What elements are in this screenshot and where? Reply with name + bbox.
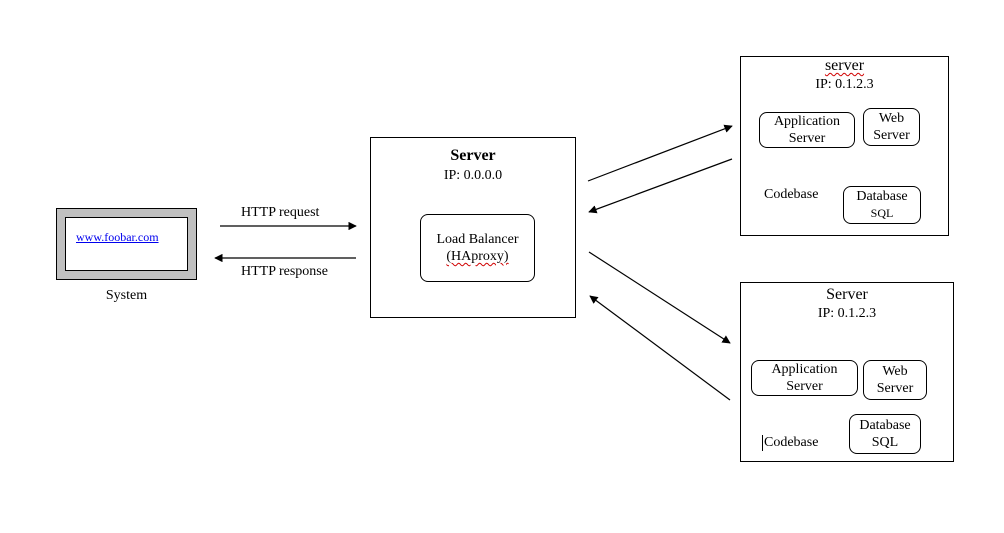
top-server-ip: IP: 0.1.2.3 [815,77,874,92]
bottom-database: Database SQL [849,414,921,454]
bottom-application-server: Application Server [751,360,858,396]
top-database: Database SQL [843,186,921,224]
bottom-application-server-line1: Application [771,362,838,377]
bottom-web-server: Web Server [863,360,927,400]
client-url-link[interactable]: www.foobar.com [76,230,159,244]
load-balancer-label: Load Balancer [436,232,519,247]
client-monitor: www.foobar.com [56,208,197,280]
lb-to-top-server-arrow [587,124,733,182]
top-application-server-line1: Application [773,114,841,129]
lb-server-ip: IP: 0.0.0.0 [443,168,503,183]
bottom-server-to-lb-arrow [589,295,731,401]
http-request-label: HTTP request [241,205,320,220]
lb-server-title: Server [450,147,496,164]
bottom-codebase-text: Codebase [764,435,819,450]
bottom-web-server-line1: Web [882,364,908,379]
top-server-title: server [741,57,948,75]
bottom-server-title: Server [826,286,868,303]
top-database-line1: Database [856,189,908,204]
top-web-server-line1: Web [878,111,905,126]
lb-to-bottom-server-arrow [588,251,731,344]
bottom-application-server-line2: Server [786,379,823,394]
client-monitor-screen: www.foobar.com [65,217,188,271]
top-database-line2: SQL [870,206,894,220]
top-server-to-lb-arrow [588,158,733,214]
top-application-server: Application Server [759,112,855,148]
lb-server-box: Server IP: 0.0.0.0 Load Balancer (HAprox… [370,137,576,318]
haproxy-label: (HAproxy) [446,249,509,264]
top-server-title-text: server [824,57,865,74]
bottom-database-line2: SQL [871,435,899,450]
top-web-server: Web Server [863,108,920,146]
http-response-label: HTTP response [241,264,328,279]
bottom-web-server-line2: Server [876,381,914,396]
top-application-server-line2: Server [788,131,826,146]
top-codebase-label: Codebase [764,187,819,202]
bottom-server-ip: IP: 0.1.2.3 [817,306,877,321]
top-server-box: server IP: 0.1.2.3 Application Server We… [740,56,949,236]
bottom-server-box: Server IP: 0.1.2.3 Application Server We… [740,282,954,462]
top-web-server-line2: Server [873,128,910,143]
bottom-codebase-label: Codebase [762,435,818,451]
client-label: System [105,288,148,303]
load-balancer-component: Load Balancer (HAproxy) [420,214,535,282]
bottom-database-line1: Database [859,418,911,433]
